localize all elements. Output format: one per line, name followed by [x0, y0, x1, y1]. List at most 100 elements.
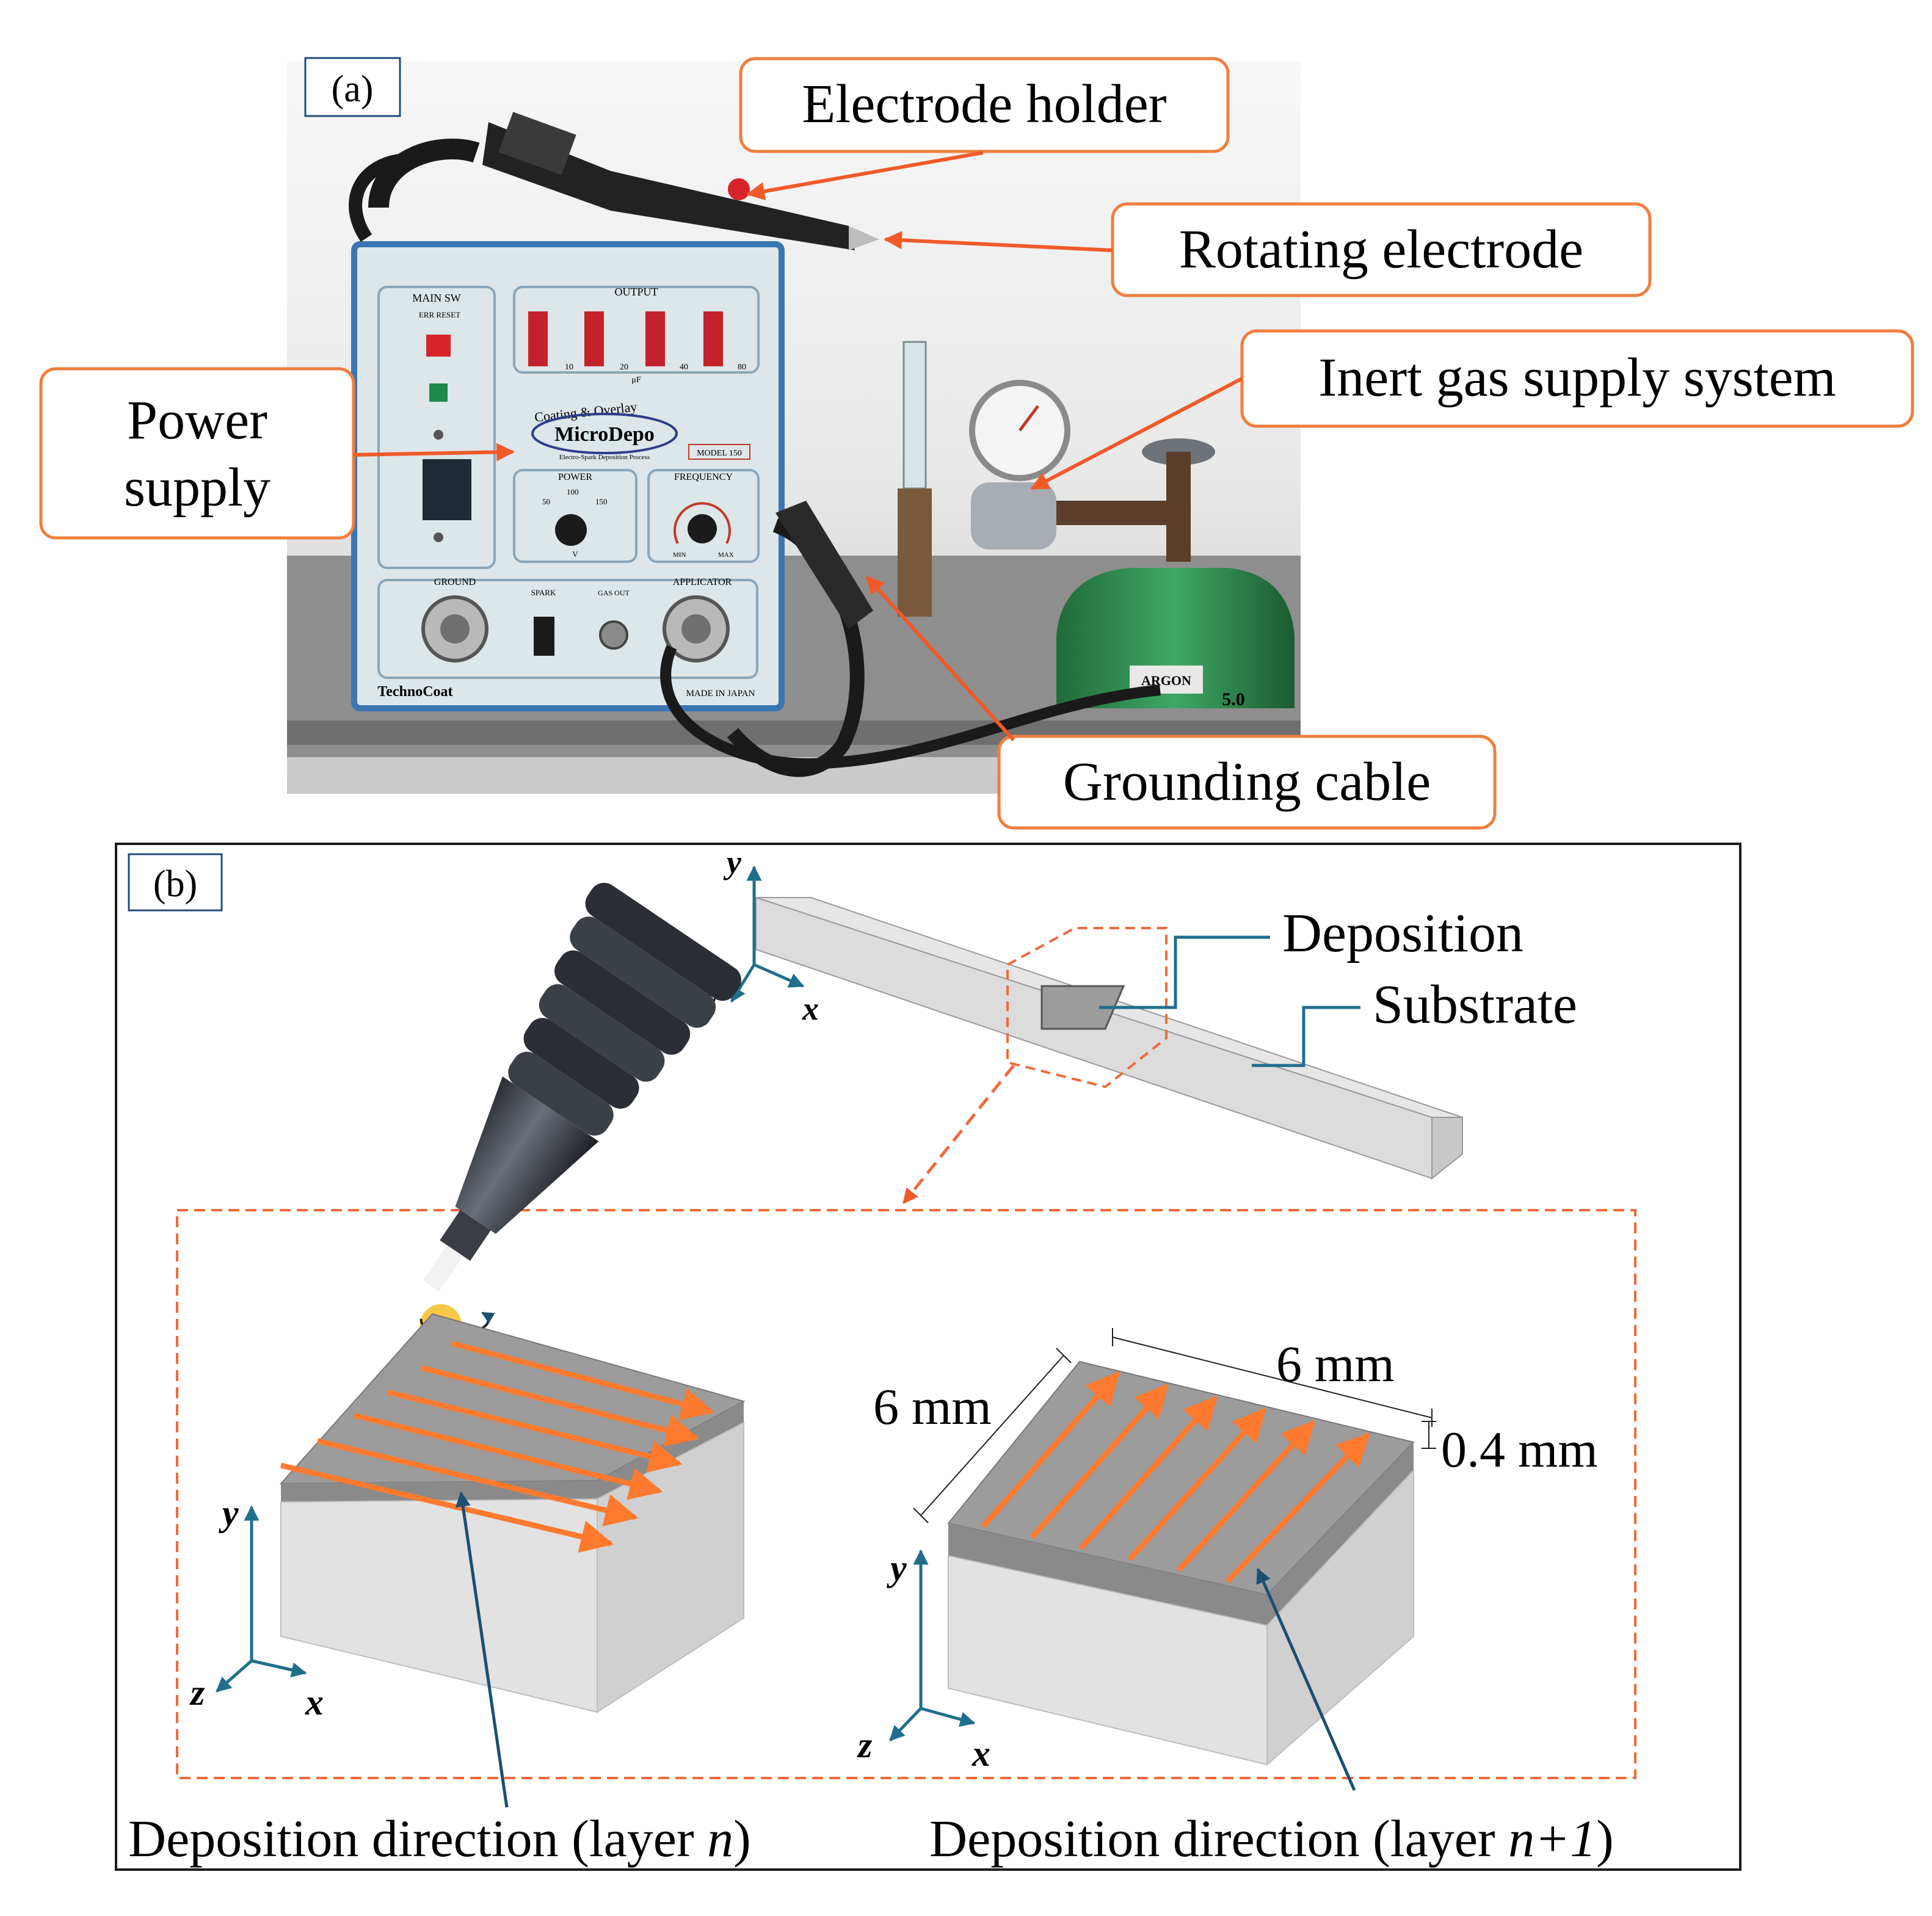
caption-layer-n1-var: n+1	[1508, 1809, 1596, 1868]
esd-nozzle	[419, 882, 741, 1346]
power-scale-100: 100	[567, 487, 579, 496]
argon-cylinder	[1056, 568, 1295, 708]
freq-max: MAX	[718, 551, 734, 559]
pointer-layer-n	[455, 1491, 509, 1808]
callout-electrode-holder: Electrode holder	[739, 57, 1230, 201]
zoom-link-line	[902, 1064, 1015, 1204]
made-in-label: MADE IN JAPAN	[686, 689, 755, 699]
applicator-label: APPLICATOR	[673, 577, 732, 587]
power-knob-panel	[513, 469, 637, 563]
panel-b: (b) Deposition Substrate y x z	[115, 843, 1741, 1871]
valve-stem	[1166, 452, 1191, 562]
brand-subtitle: Electro-Spark Deposition Process	[559, 454, 650, 461]
ground-label: GROUND	[434, 577, 476, 587]
argon-label: ARGON	[1141, 673, 1191, 688]
caption-layer-n1-prefix: Deposition direction (layer	[929, 1809, 1508, 1868]
output-switch-40	[645, 311, 665, 366]
electrode-holder	[349, 112, 879, 250]
panel-a-label-box	[304, 57, 401, 117]
panel-b-label: (b)	[153, 863, 197, 905]
frequency-label: FREQUENCY	[674, 472, 733, 482]
axis-x-label-top: x	[802, 990, 819, 1027]
main-switch-panel	[377, 286, 496, 569]
caption-layer-n: Deposition direction (layer n)	[128, 1809, 751, 1868]
gas-supply: ARGON 5.0	[898, 341, 1295, 709]
cylinder-grade: 5.0	[1222, 689, 1245, 709]
model-badge	[688, 444, 750, 460]
caption-layer-n-prefix: Deposition direction (layer	[128, 1809, 707, 1868]
output-switch-80	[703, 311, 723, 366]
status-button	[429, 383, 448, 402]
power-supply-unit: MAIN SW ERR RESET OUTPUT 10 20 40 80 μF …	[351, 241, 785, 711]
frequency-knob	[688, 514, 717, 543]
pointer-layer-n1	[1256, 1567, 1356, 1791]
block-layer-n1: 6 mm 6 mm 0.4 mm	[873, 1328, 1598, 1791]
substrate-label: Substrate	[1373, 974, 1577, 1035]
power-unit: V	[572, 550, 578, 559]
panel-b-label-box	[128, 853, 223, 912]
brand-name: MicroDepo	[554, 423, 655, 446]
power-knob-label: POWER	[558, 472, 592, 482]
axis-y-label-top: y	[723, 844, 742, 880]
output-panel	[513, 286, 760, 374]
indicator-lamp	[434, 430, 443, 440]
brand-oval	[531, 413, 678, 454]
substrate-end-face	[1431, 1117, 1463, 1180]
output-switch-20	[584, 311, 604, 366]
regulator	[971, 482, 1056, 550]
maker-label: TechnoCoat	[377, 684, 452, 700]
axis-triad-left: y x z	[189, 1493, 324, 1722]
panel-b-frame	[115, 843, 1741, 1871]
panel-a: MAIN SW ERR RESET OUTPUT 10 20 40 80 μF …	[39, 57, 1914, 830]
output-step-20: 20	[620, 363, 628, 372]
frequency-knob-panel	[647, 469, 760, 563]
err-reset-label: ERR RESET	[419, 310, 460, 319]
deposition-pointer	[1099, 935, 1270, 1009]
flowmeter-tube	[902, 341, 927, 490]
output-step-10: 10	[565, 363, 573, 372]
grounding-cable	[660, 501, 1161, 777]
dim-thickness-label: 0.4 mm	[1441, 1421, 1598, 1478]
power-scale-50: 50	[542, 497, 550, 506]
caption-layer-n1: Deposition direction (layer n+1)	[929, 1809, 1614, 1868]
callout-power-supply: Power supply	[39, 367, 515, 540]
model-label: MODEL 150	[697, 449, 742, 458]
flowmeter-body	[898, 488, 932, 617]
dim-depth-label: 6 mm	[1276, 1336, 1395, 1393]
panel-a-label: (a)	[332, 68, 374, 110]
power-scale-150: 150	[595, 497, 608, 506]
callout-power-supply-line2: supply	[124, 457, 271, 518]
dim-line-width	[920, 1355, 1064, 1516]
deposition-patch	[1040, 985, 1125, 1030]
axis-x-label-left: x	[305, 1682, 324, 1722]
zoom-frame	[176, 1209, 1636, 1779]
breaker-switch	[423, 459, 471, 520]
holder-display	[498, 112, 576, 175]
deposition-label: Deposition	[1282, 903, 1523, 963]
valve-pipe	[1056, 501, 1178, 525]
output-switch-10	[528, 311, 548, 366]
axis-z-label-right: z	[857, 1725, 873, 1765]
caption-layer-n1-suffix: )	[1596, 1809, 1614, 1868]
spark-label: SPARK	[531, 588, 556, 597]
output-label: OUTPUT	[615, 286, 658, 298]
frequency-dial-arc	[674, 502, 731, 544]
callout-inert-gas: Inert gas supply system	[1030, 329, 1914, 490]
connector-panel	[377, 579, 758, 679]
callout-grounding-cable-text: Grounding cable	[1063, 752, 1431, 812]
gas-out-label: GAS OUT	[598, 589, 630, 597]
caption-layer-n-suffix: )	[733, 1809, 751, 1868]
freq-min: MIN	[673, 551, 686, 559]
block-layer-n	[279, 1313, 746, 1808]
axis-triad-right: y x z	[857, 1548, 990, 1774]
dim-width-label: 6 mm	[873, 1379, 992, 1435]
err-reset-button	[426, 335, 451, 357]
axis-y-label-right: y	[887, 1548, 907, 1588]
callout-power-supply-line1: Power	[127, 390, 267, 451]
output-unit: μF	[631, 376, 641, 385]
spark-switch	[534, 617, 554, 656]
gas-out-connector	[599, 620, 628, 650]
zoom-box	[1006, 927, 1168, 1089]
block-n1-side	[1266, 1468, 1414, 1766]
